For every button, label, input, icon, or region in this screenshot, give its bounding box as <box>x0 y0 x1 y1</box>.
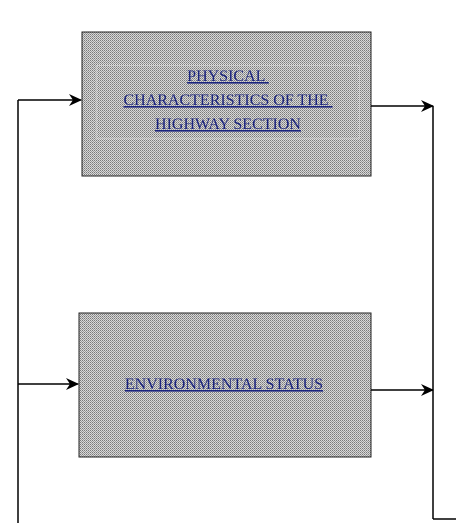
physical-line-3: HIGHWAY SECTION <box>155 116 301 133</box>
physical-line-2: CHARACTERISTICS OF THE <box>123 92 328 109</box>
physical-line-1: PHYSICAL <box>187 68 265 85</box>
environmental-status-box: ENVIRONMENTAL STATUS <box>78 312 372 458</box>
svg-text:PHYSICAL CHARACTERISTI: PHYSICAL CHARACTERISTICS OF THE HIGHWAY … <box>123 68 332 133</box>
environmental-line-1: ENVIRONMENTAL STATUS <box>125 376 323 393</box>
environmental-status-link[interactable]: ENVIRONMENTAL STATUS <box>125 376 323 393</box>
physical-characteristics-box: PHYSICAL CHARACTERISTICS OF THE HIGHWAY … <box>81 31 372 177</box>
physical-characteristics-link[interactable]: PHYSICAL CHARACTERISTICS OF THE HIGHWAY … <box>123 68 332 133</box>
svg-text:ENVIRONMENTAL STATUS: ENVIRONMENTAL STATUS <box>125 376 323 393</box>
